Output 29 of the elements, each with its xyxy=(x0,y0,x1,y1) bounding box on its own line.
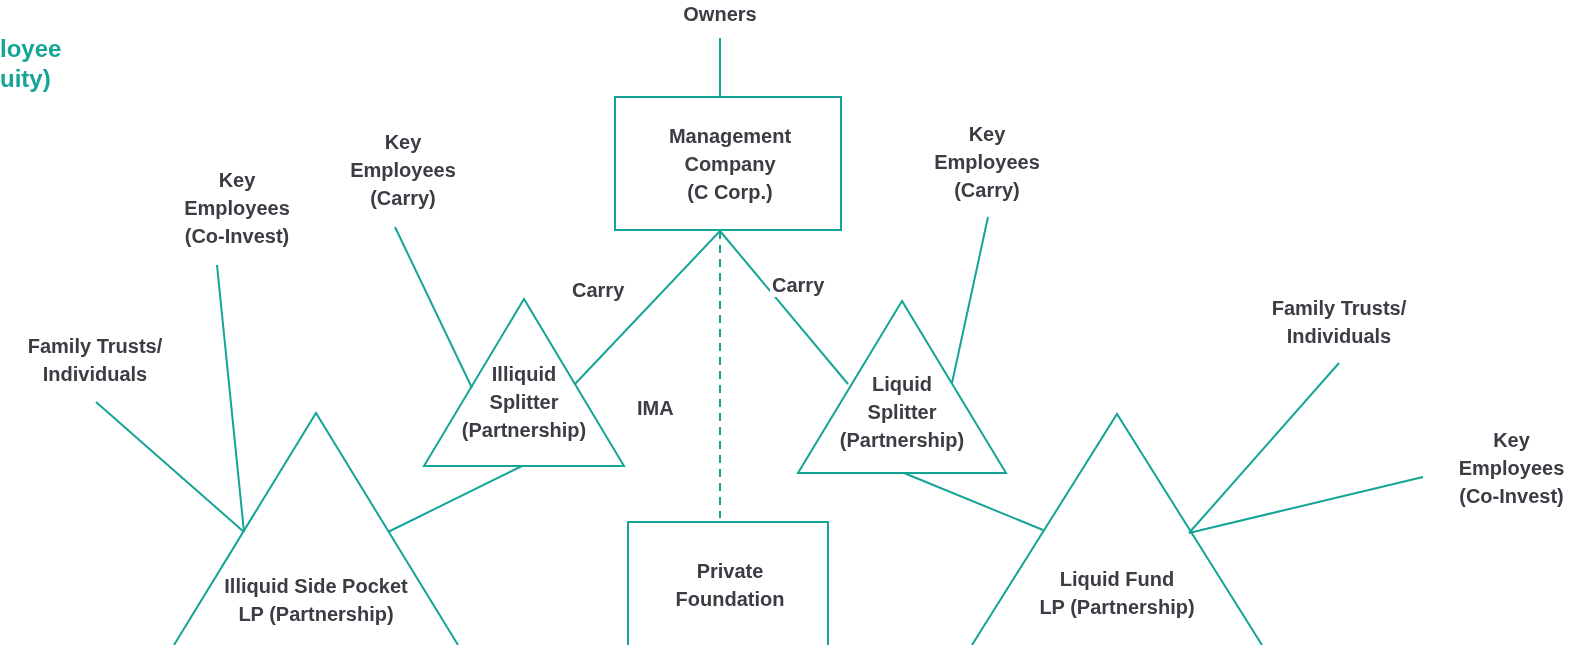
connector-line xyxy=(216,264,245,533)
connector-line xyxy=(394,226,473,389)
party-name: Key Employees (Co-Invest) xyxy=(183,168,291,249)
connector-line xyxy=(951,216,989,384)
party-name: Family Trusts/ Individuals xyxy=(26,334,164,387)
entity-name: Illiquid Splitter (Partnership) xyxy=(460,362,588,443)
entity-triangle xyxy=(798,300,1006,473)
entity-box xyxy=(627,521,829,645)
entity-name: Illiquid Side Pocket LP (Partnership) xyxy=(223,574,409,627)
connector-line xyxy=(1188,476,1424,534)
dashed-connector xyxy=(719,230,721,519)
party-name: Key Employees (Co-Invest) xyxy=(1457,428,1566,509)
connector-line xyxy=(95,401,245,533)
connector-line xyxy=(1188,362,1340,534)
entity-name: Liquid Fund LP (Partnership) xyxy=(1038,567,1196,620)
party-name: Key Employees (Carry) xyxy=(933,122,1041,203)
entity-name: Private Foundation xyxy=(674,559,786,612)
entity-name: Management Company (C Corp.) xyxy=(667,124,793,205)
connector-line xyxy=(903,472,1044,531)
connector-line xyxy=(719,230,849,385)
connector-line xyxy=(387,465,523,533)
entity-name: Liquid Splitter (Partnership) xyxy=(838,372,966,453)
connector-line xyxy=(719,37,721,97)
party-name: Owners xyxy=(682,2,758,27)
connector-line xyxy=(574,230,721,385)
entity-box xyxy=(614,96,842,231)
heading-fragment: loyee uity) xyxy=(0,34,63,94)
party-name: Key Employees (Carry) xyxy=(349,130,457,211)
party-name: Family Trusts/ Individuals xyxy=(1270,296,1408,349)
